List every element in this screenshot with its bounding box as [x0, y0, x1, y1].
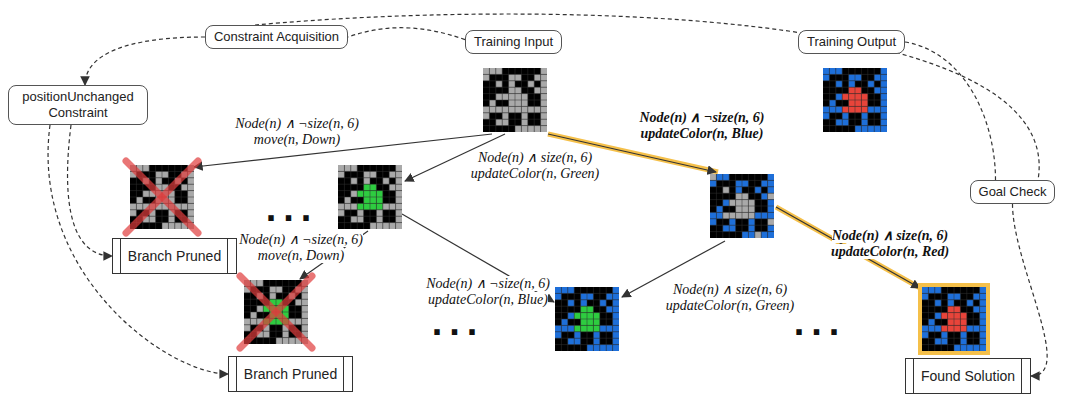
dashed-connector: [905, 42, 996, 180]
rule-label: Node(n) ∧ ¬size(n, 6) move(n, Down): [222, 116, 372, 148]
tree-arrows: [194, 134, 920, 302]
box-text: Constraint Acquisition: [213, 29, 340, 45]
box-text: Found Solution: [920, 368, 1016, 384]
ellipsis-mark: ...: [790, 302, 850, 342]
data-box: Training Input: [465, 30, 562, 54]
label-text: Node(n) ∧ ¬size(n, 6) move(n, Down): [239, 232, 363, 263]
constraint-box: positionUnchanged Constraint: [8, 85, 148, 125]
rule-label: Node(n) ∧ size(n, 6) updateColor(n, Red): [800, 228, 980, 260]
label-text: ...: [794, 301, 847, 343]
label-text: ...: [266, 187, 319, 229]
rule-label: Node(n) ∧ size(n, 6) updateColor(n, Gree…: [455, 150, 615, 182]
label-text: Node(n) ∧ ¬size(n, 6) move(n, Down): [235, 116, 359, 147]
box-text: positionUnchanged Constraint: [16, 89, 140, 121]
data-box: Training Output: [798, 30, 905, 54]
rule-label: Node(n) ∧ size(n, 6) updateColor(n, Gree…: [650, 282, 810, 314]
box-text: Branch Pruned: [243, 366, 338, 382]
label-text: Node(n) ∧ size(n, 6) updateColor(n, Gree…: [471, 150, 600, 181]
ellipsis-mark: ...: [262, 188, 322, 228]
check-box: Goal Check: [970, 180, 1055, 204]
result-box: Found Solution: [905, 358, 1031, 394]
label-text: ...: [432, 301, 485, 343]
dashed-connector: [85, 37, 205, 85]
box-text: Branch Pruned: [127, 248, 222, 264]
label-text: Node(n) ∧ size(n, 6) updateColor(n, Gree…: [666, 282, 795, 313]
rule-label: Node(n) ∧ ¬size(n, 6) updateColor(n, Blu…: [612, 110, 792, 142]
result-box: Branch Pruned: [228, 356, 353, 392]
dashed-connector: [68, 125, 112, 256]
result-box: Branch Pruned: [112, 238, 237, 274]
dashed-connector: [48, 125, 228, 374]
solution-highlight: [920, 285, 988, 353]
dashed-connector: [1013, 204, 1048, 376]
label-text: Node(n) ∧ ¬size(n, 6) updateColor(n, Blu…: [639, 110, 764, 141]
box-text: Training Input: [473, 34, 554, 50]
box-text: Training Output: [806, 34, 897, 50]
rule-label: Node(n) ∧ ¬size(n, 6) move(n, Down): [226, 232, 376, 264]
box-text: Goal Check: [978, 184, 1047, 200]
dashed-connector: [348, 28, 465, 40]
ellipsis-mark: ...: [428, 302, 488, 342]
label-text: Node(n) ∧ size(n, 6) updateColor(n, Red): [831, 228, 949, 259]
grid-images: [130, 68, 986, 351]
process-box: Constraint Acquisition: [205, 25, 348, 49]
dashed-connector: [255, 14, 1039, 180]
